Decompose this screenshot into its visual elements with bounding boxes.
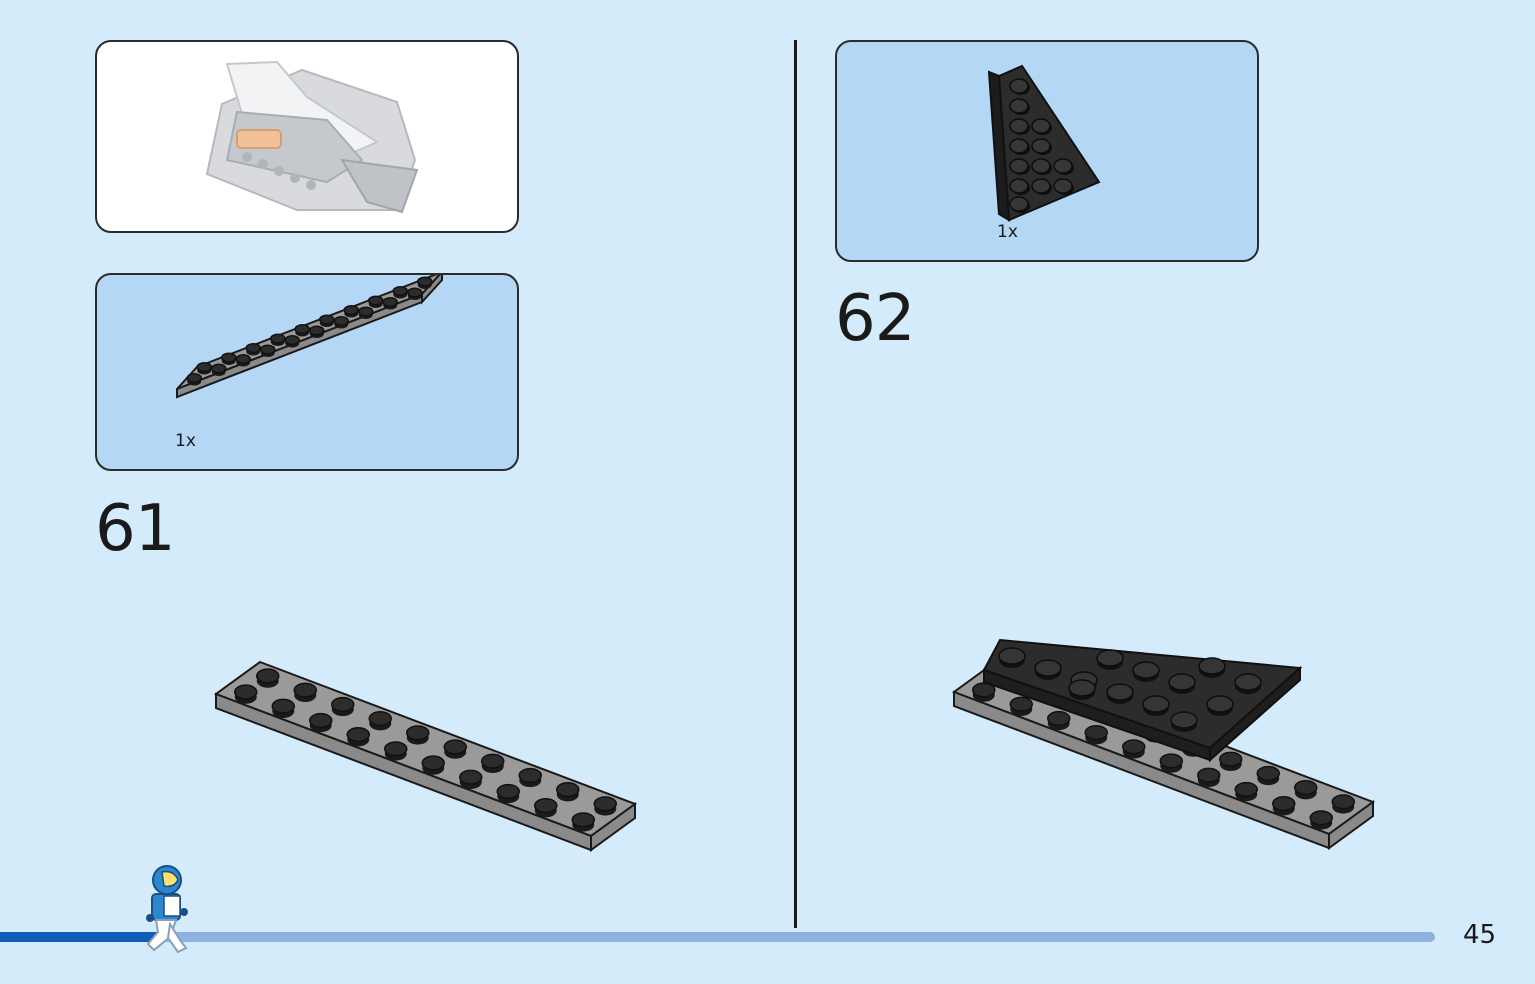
page-divider (794, 40, 797, 928)
astronaut-icon (146, 865, 188, 954)
progress-track (0, 932, 1435, 942)
step-62-parts-box: 1x (835, 40, 1259, 262)
model-preview-box (95, 40, 519, 233)
step-61-quantity: 1x (175, 431, 196, 451)
page-number: 45 (1463, 920, 1497, 950)
spaceship-preview-icon (205, 60, 419, 214)
step-61-assembly-plate (213, 660, 638, 852)
plate-2x10-icon (176, 275, 443, 399)
step-62-assembly (951, 638, 1376, 850)
wedge-plate-icon (987, 64, 1101, 222)
step-61-parts-box: 1x (95, 273, 519, 471)
step-62-number: 62 (835, 282, 915, 356)
progress-fill (0, 932, 158, 942)
step-61-number: 61 (95, 492, 175, 566)
step-62-quantity: 1x (997, 222, 1018, 242)
